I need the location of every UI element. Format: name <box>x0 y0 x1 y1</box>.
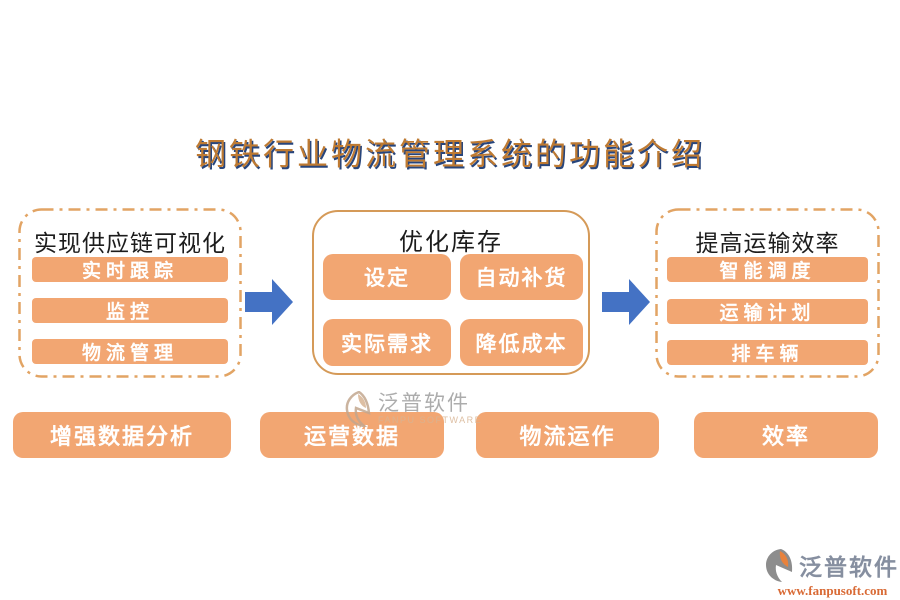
feature-pill[interactable]: 物流管理 <box>32 339 228 364</box>
fanpu-logo-icon <box>766 548 793 582</box>
feature-pill[interactable]: 排车辆 <box>667 340 868 365</box>
feature-pill[interactable]: 降低成本 <box>460 319 583 366</box>
group-header: 优化库存 <box>399 228 503 256</box>
footer-logo-name: 泛普软件 <box>799 554 899 581</box>
arrow-right-icon <box>602 279 650 325</box>
feature-pill[interactable]: 运输计划 <box>667 299 868 324</box>
feature-pill[interactable]: 设定 <box>323 254 451 300</box>
footer-logo-url: www.fanpusoft.com <box>777 583 888 598</box>
bottom-pill[interactable]: 增强数据分析 <box>13 412 231 458</box>
bottom-pill[interactable]: 运营数据 <box>260 412 444 458</box>
group-supply-chain-visibility: 实现供应链可视化 实时跟踪 监控 物流管理 <box>18 208 242 378</box>
feature-pill[interactable]: 智能调度 <box>667 257 868 282</box>
bottom-pill[interactable]: 效率 <box>694 412 878 458</box>
feature-pill[interactable]: 监控 <box>32 298 228 323</box>
page-title: 钢铁行业物流管理系统的功能介绍 <box>195 137 705 173</box>
watermark-name: 泛普软件 <box>378 391 470 415</box>
arrow-right-icon <box>245 279 293 325</box>
fanpu-logo-icon <box>345 391 371 427</box>
group-header: 提高运输效率 <box>695 231 840 257</box>
group-header: 实现供应链可视化 <box>34 231 226 257</box>
group-transport-efficiency: 提高运输效率 智能调度 运输计划 排车辆 <box>655 208 880 378</box>
watermark-subtitle: FANPU SOFTWARE <box>378 415 483 425</box>
group-inventory-optimization: 优化库存 设定 自动补货 实际需求 降低成本 <box>312 210 590 375</box>
watermark: 泛普软件 FANPU SOFTWARE <box>345 391 482 427</box>
bottom-pill[interactable]: 物流运作 <box>476 412 659 458</box>
dashed-border <box>18 208 242 378</box>
feature-pill[interactable]: 实时跟踪 <box>32 257 228 282</box>
feature-pill[interactable]: 自动补货 <box>460 254 583 300</box>
footer-logo: 泛普软件 www.fanpusoft.com <box>766 548 899 599</box>
feature-pill[interactable]: 实际需求 <box>323 319 451 366</box>
dashed-border <box>655 208 880 378</box>
